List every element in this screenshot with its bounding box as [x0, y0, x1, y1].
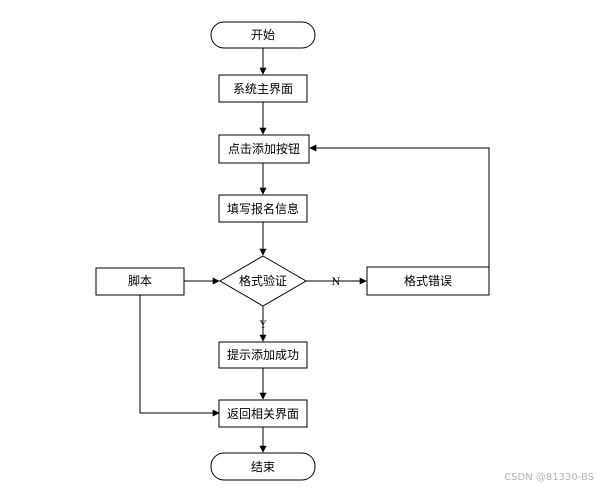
edge-error-loop-to-click: [309, 144, 490, 281]
edge-label-no: N: [332, 277, 341, 288]
click-add-box: [218, 134, 310, 164]
return-page-box: [218, 399, 308, 428]
return-page-label: 返回相关界面: [227, 407, 299, 421]
edge-script-to-return: [139, 295, 220, 417]
watermark: CSDN @81330-BS: [504, 472, 594, 483]
end-label: 结束: [251, 460, 275, 474]
script-label: 脚本: [128, 273, 152, 288]
format-check-diamond: [219, 255, 307, 307]
success-box: [218, 341, 308, 369]
format-check-label: 格式验证: [239, 273, 287, 288]
start-label: 开始: [251, 28, 275, 42]
format-error-label: 格式错误: [404, 273, 452, 288]
start-terminal: [210, 21, 316, 49]
script-box: [95, 267, 185, 296]
click-add-label: 点击添加按钮: [228, 141, 300, 156]
main-ui-label: 系统主界面: [233, 82, 293, 96]
fill-info-label: 填写报名信息: [227, 201, 299, 216]
success-label: 提示添加成功: [227, 347, 299, 362]
edge-label-yes: Y: [259, 320, 267, 331]
fill-info-box: [218, 194, 308, 223]
main-ui-box: [218, 74, 308, 103]
format-error-box: [366, 266, 490, 296]
end-terminal: [210, 452, 316, 481]
